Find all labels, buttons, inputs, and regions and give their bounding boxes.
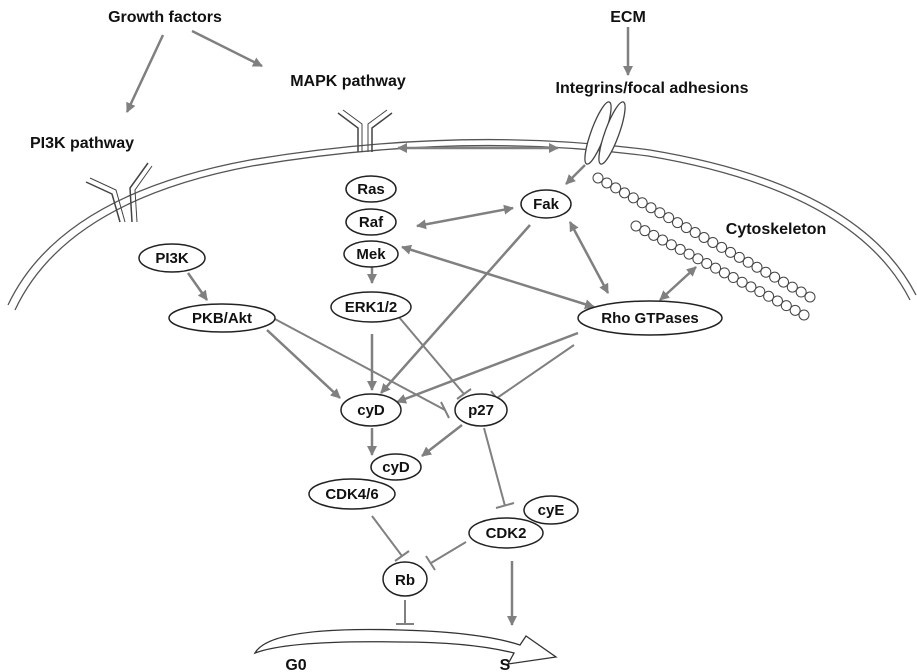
node-label-pkb-akt: PKB/Akt	[192, 310, 252, 327]
growth-factors-label: Growth factors	[108, 9, 222, 26]
cytoskeleton-bead	[683, 248, 695, 260]
node-label-raf: Raf	[359, 214, 384, 231]
node-ras: Ras	[345, 175, 397, 203]
cytoskeleton-bead	[692, 253, 704, 265]
node-erk: ERK1/2	[330, 291, 412, 323]
cytoskeleton-bead	[780, 300, 792, 312]
node-cdk2: CDK2	[468, 517, 544, 549]
cytoskeleton-bead	[610, 182, 622, 194]
pi3k-pathway-label: PI3K pathway	[30, 135, 134, 152]
cytoskeleton-bead	[760, 266, 772, 278]
cytoskeleton-bead	[663, 212, 675, 224]
cytoskeleton-bead	[665, 239, 677, 251]
node-rb: Rb	[382, 561, 428, 597]
cytoskeleton-bead	[718, 267, 730, 279]
inhibition-lines	[272, 315, 575, 625]
node-label-pi3k: PI3K	[155, 250, 189, 267]
activation-arrows	[125, 27, 697, 626]
cytoskeleton-bead	[736, 276, 748, 288]
integrins-label: Integrins/focal adhesions	[556, 80, 749, 97]
g0-label: G0	[285, 657, 306, 672]
cytoskeleton-bead	[725, 246, 736, 258]
cytoskeleton-bead	[727, 272, 739, 284]
node-label-erk: ERK1/2	[345, 299, 398, 316]
node-label-cye: cyE	[538, 502, 565, 519]
cytoskeleton-bead	[654, 207, 666, 219]
mapk-receptor	[337, 109, 393, 152]
cytoskeleton-bead	[798, 309, 810, 321]
cytoskeleton-bead	[769, 271, 781, 283]
node-mek: Mek	[343, 240, 399, 268]
cytoskeleton-bead	[674, 243, 686, 255]
node-label-rho-gtpases: Rho GTPases	[601, 310, 699, 327]
cytoskeleton-bead	[698, 232, 710, 243]
cytoskeleton-bead	[771, 295, 783, 307]
cytoskeleton-bead	[680, 222, 692, 234]
cytoskeleton-bead	[716, 241, 728, 253]
cytoskeleton-bead	[795, 286, 807, 298]
cytoskeleton-bead	[763, 290, 775, 302]
pi3k-receptor	[85, 162, 153, 223]
cell-cycle-arrow	[253, 628, 558, 665]
node-cyd-1: cyD	[340, 393, 402, 427]
node-label-cdk46: CDK4/6	[325, 486, 378, 503]
cytoskeleton-bead	[786, 281, 798, 293]
cytoskeleton-filaments	[592, 172, 816, 321]
node-label-cyd-2: cyD	[382, 459, 410, 476]
cytoskeleton-bead	[636, 197, 648, 209]
cytoskeleton-bead	[689, 227, 701, 239]
node-label-cdk2: CDK2	[486, 525, 527, 542]
cytoskeleton-bead	[639, 225, 651, 237]
cytoskeleton-bead	[742, 256, 754, 268]
node-fak: Fak	[520, 189, 572, 219]
node-raf: Raf	[345, 208, 397, 236]
ecm-label: ECM	[610, 9, 646, 26]
cytoskeleton-bead	[745, 281, 757, 293]
cytoskeleton-bead	[733, 251, 745, 263]
s-label: S	[500, 657, 511, 672]
cytoskeleton-bead	[754, 286, 766, 298]
cytoskeleton-bead	[707, 236, 719, 248]
node-cdk46: CDK4/6	[308, 478, 396, 510]
cytoskeleton-bead	[601, 177, 613, 189]
cytoskeleton-bead	[648, 229, 660, 241]
node-label-fak: Fak	[533, 196, 560, 213]
cytoskeleton-bead	[751, 261, 763, 273]
node-pkb-akt: PKB/Akt	[168, 303, 276, 333]
cytoskeleton-bead	[710, 262, 722, 274]
cytoskeleton-label: Cytoskeleton	[726, 221, 826, 238]
cytoskeleton-bead	[778, 276, 789, 288]
cytoskeleton-bead	[619, 187, 630, 199]
node-p27: p27	[454, 393, 508, 427]
node-label-rb: Rb	[395, 572, 415, 589]
cytoskeleton-bead	[804, 291, 816, 303]
cytoskeleton-bead	[627, 192, 639, 204]
cytoskeleton-bead	[630, 220, 642, 232]
integrin-icon	[584, 101, 626, 165]
node-cye: cyE	[523, 495, 579, 525]
node-pi3k: PI3K	[138, 243, 206, 273]
cytoskeleton-bead	[592, 172, 604, 184]
cytoskeleton-bead	[645, 202, 657, 214]
node-label-cyd-1: cyD	[357, 402, 385, 419]
cytoskeleton-bead	[789, 304, 801, 316]
mapk-pathway-label: MAPK pathway	[290, 73, 406, 90]
cytoskeleton-bead	[672, 217, 683, 229]
node-label-mek: Mek	[356, 246, 386, 263]
node-label-ras: Ras	[357, 181, 385, 198]
cytoskeleton-bead	[657, 234, 669, 246]
cytoskeleton-bead	[701, 257, 713, 269]
node-rho-gtpases: Rho GTPases	[577, 300, 723, 336]
node-label-p27: p27	[468, 402, 494, 419]
node-cyd-2: cyD	[370, 453, 422, 481]
